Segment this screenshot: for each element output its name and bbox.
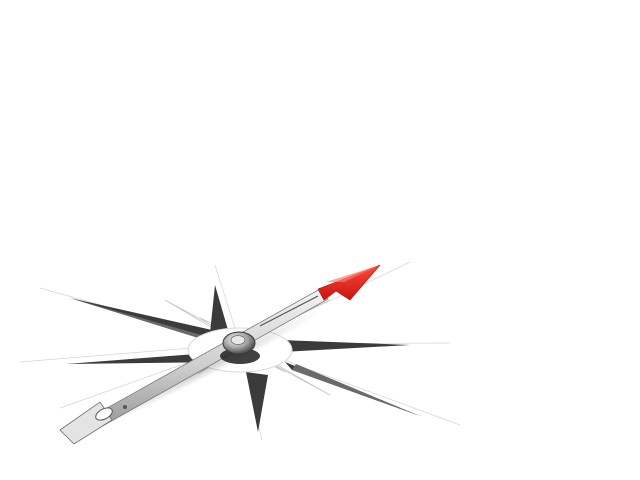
needle-tail-hole [95,407,113,421]
needle-dot [123,405,127,409]
needle-tip-highlight [326,265,380,282]
needle-groove [259,295,319,327]
compass-needle [59,264,381,445]
rose-point-highlights [70,298,420,416]
needle-tip [317,264,381,301]
pivot-top [230,335,246,345]
